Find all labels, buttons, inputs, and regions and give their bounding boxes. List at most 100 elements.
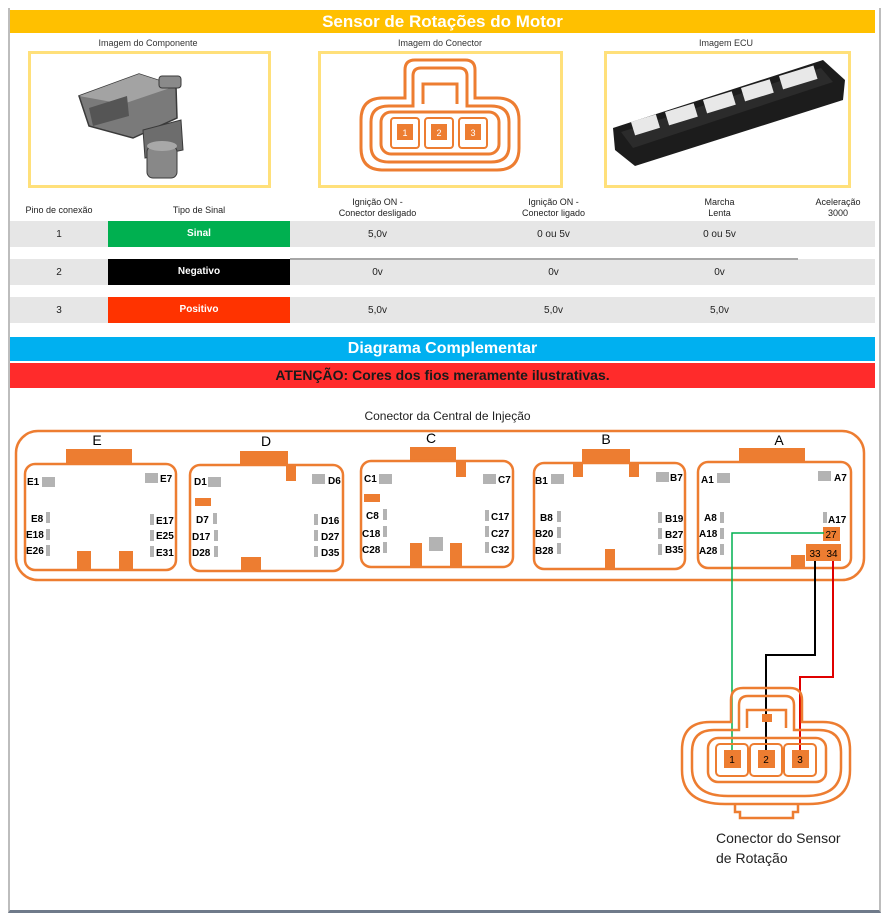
sensor-component-image bbox=[78, 73, 184, 179]
row2-pin: 2 bbox=[56, 267, 62, 278]
svg-text:E18: E18 bbox=[26, 530, 44, 541]
connector-pin-1: 1 bbox=[402, 128, 407, 138]
svg-text:E25: E25 bbox=[156, 531, 174, 542]
svg-text:D16: D16 bbox=[321, 516, 340, 527]
ecu-block-e: E E1 E7 E8 E17 E18 E25 E26 E31 bbox=[23, 432, 178, 572]
svg-text:A17: A17 bbox=[828, 515, 847, 526]
component-image-label: Imagem do Componente bbox=[98, 38, 198, 48]
header-ign-on: Ignição ON -Conector ligado bbox=[521, 197, 586, 218]
row2-idle: 0v bbox=[714, 267, 725, 278]
row2-ign-on: 0v bbox=[548, 267, 559, 278]
ecu-block-d: D D1 D6 D7 D16 D17 D27 D28 D35 bbox=[188, 433, 345, 573]
svg-text:B20: B20 bbox=[535, 529, 554, 540]
wire-red-positive bbox=[799, 561, 834, 760]
row1-signal: Sinal bbox=[108, 221, 290, 247]
svg-text:A18: A18 bbox=[699, 529, 718, 540]
row3-signal: Positivo bbox=[108, 297, 290, 323]
header-pin: Pino de conexão bbox=[25, 205, 93, 215]
svg-text:D1: D1 bbox=[194, 477, 207, 488]
ecu-pin-33: 33 bbox=[809, 549, 821, 560]
svg-text:D28: D28 bbox=[192, 548, 211, 559]
row2-signal: Negativo bbox=[108, 259, 290, 285]
ecu-connector-title: Conector da Central de Injeção bbox=[364, 409, 531, 423]
row2-ign-off: 0v bbox=[372, 267, 383, 278]
ecu-pin-27: 27 bbox=[825, 530, 837, 541]
row-divider bbox=[290, 258, 798, 260]
ecu-image-label: Imagem ECU bbox=[698, 38, 753, 48]
svg-text:E31: E31 bbox=[156, 548, 174, 559]
svg-text:D7: D7 bbox=[196, 515, 209, 526]
header-ign-off: Ignição ON -Conector desligado bbox=[338, 197, 417, 218]
svg-text:D27: D27 bbox=[321, 532, 340, 543]
svg-text:B19: B19 bbox=[665, 514, 684, 525]
svg-text:C7: C7 bbox=[498, 475, 511, 486]
sensor-pin-1: 1 bbox=[729, 755, 735, 766]
row3-ign-on: 5,0v bbox=[544, 305, 563, 316]
ecu-block-a: A A1 A7 A8 A17 A18 A28 27 33 34 bbox=[696, 432, 853, 570]
row3-ign-off: 5,0v bbox=[368, 305, 387, 316]
svg-text:A8: A8 bbox=[704, 513, 717, 524]
svg-text:D6: D6 bbox=[328, 476, 341, 487]
svg-text:B1: B1 bbox=[535, 476, 548, 487]
svg-text:E17: E17 bbox=[156, 516, 174, 527]
wire-black-negative bbox=[765, 561, 816, 760]
svg-text:D35: D35 bbox=[321, 548, 340, 559]
svg-text:A1: A1 bbox=[701, 475, 714, 486]
connector-image-box: 1 2 3 bbox=[318, 51, 563, 188]
connector-diagram: 1 2 3 bbox=[359, 58, 521, 172]
block-b-label: B bbox=[601, 431, 610, 447]
ecu-connector-outline bbox=[14, 429, 866, 582]
diagram-title: Diagrama Complementar bbox=[10, 337, 875, 361]
sensor-connector-label: Conector do Sensor de Rotação bbox=[716, 830, 841, 866]
svg-text:A7: A7 bbox=[834, 473, 847, 484]
svg-text:D17: D17 bbox=[192, 532, 211, 543]
svg-text:E26: E26 bbox=[26, 546, 44, 557]
svg-text:C32: C32 bbox=[491, 545, 510, 556]
svg-text:E8: E8 bbox=[31, 514, 44, 525]
svg-text:C17: C17 bbox=[491, 512, 510, 523]
svg-text:C27: C27 bbox=[491, 529, 510, 540]
sensor-pin-2: 2 bbox=[763, 755, 769, 766]
ecu-block-c: C C1 C7 C8 C17 C18 C27 C28 C32 bbox=[359, 430, 515, 569]
sensor-pin-3: 3 bbox=[797, 755, 803, 766]
svg-text:A28: A28 bbox=[699, 546, 718, 557]
wire-green-signal bbox=[731, 532, 824, 760]
block-d-label: D bbox=[261, 433, 271, 449]
connector-pin-2: 2 bbox=[436, 128, 441, 138]
svg-text:E7: E7 bbox=[160, 474, 173, 485]
svg-text:B35: B35 bbox=[665, 545, 684, 556]
svg-text:B8: B8 bbox=[540, 513, 553, 524]
block-e-label: E bbox=[92, 432, 101, 448]
row3-idle: 5,0v bbox=[710, 305, 729, 316]
svg-text:B28: B28 bbox=[535, 546, 554, 557]
svg-text:B27: B27 bbox=[665, 530, 684, 541]
svg-text:C18: C18 bbox=[362, 529, 381, 540]
block-c-label: C bbox=[426, 430, 436, 446]
sensor-connector: 1 2 3 bbox=[680, 686, 852, 820]
svg-text:C8: C8 bbox=[366, 511, 379, 522]
ecu-pin-34: 34 bbox=[826, 549, 838, 560]
row1-ign-on: 0 ou 5v bbox=[537, 229, 570, 240]
svg-text:E1: E1 bbox=[27, 477, 40, 488]
ecu-image bbox=[613, 60, 845, 166]
page-title: Sensor de Rotações do Motor bbox=[10, 10, 875, 33]
ecu-block-b: B B1 B7 B8 B19 B20 B27 B28 B35 bbox=[532, 431, 687, 571]
warning-banner: ATENÇÃO: Cores dos fios meramente ilustr… bbox=[10, 363, 875, 388]
connector-pin-3: 3 bbox=[470, 128, 475, 138]
block-a-label: A bbox=[774, 432, 784, 448]
svg-text:C28: C28 bbox=[362, 545, 381, 556]
row1-idle: 0 ou 5v bbox=[703, 229, 736, 240]
connector-image-label: Imagem do Conector bbox=[397, 38, 483, 48]
ecu-image-box bbox=[604, 51, 851, 188]
component-image-box bbox=[28, 51, 271, 188]
row3-pin: 3 bbox=[56, 305, 62, 316]
row1-pin: 1 bbox=[56, 229, 62, 240]
svg-text:B7: B7 bbox=[670, 473, 683, 484]
svg-text:C1: C1 bbox=[364, 474, 377, 485]
row1-ign-off: 5,0v bbox=[368, 229, 387, 240]
page-frame bbox=[8, 8, 881, 913]
header-signal-type: Tipo de Sinal bbox=[172, 205, 226, 215]
